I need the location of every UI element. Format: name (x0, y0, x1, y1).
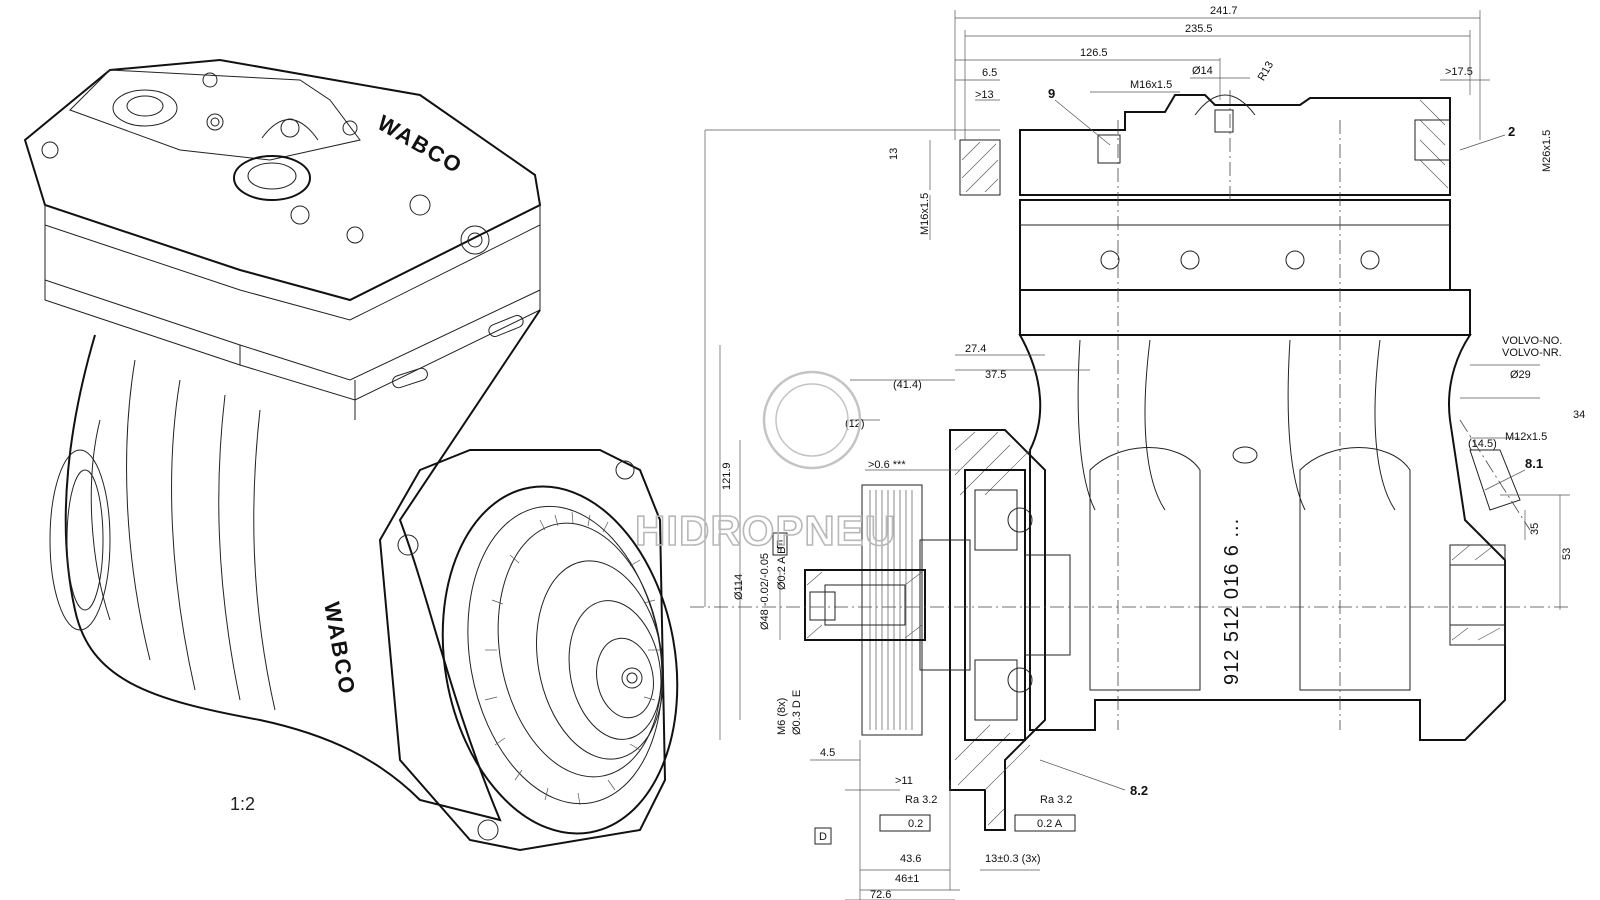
head-bolt-holes (1100, 250, 1380, 270)
dim-phi14: Ø14 (1192, 65, 1213, 77)
dim-53: 53 (1561, 548, 1573, 560)
watermark: HIDROPNEU (634, 370, 896, 555)
brand-label-top: WABCO (373, 110, 467, 179)
dim-gt11: >11 (895, 775, 913, 787)
dim-43-6: 43.6 (900, 853, 921, 865)
dim-phi02-ab: Ø0.2 A B (776, 547, 788, 590)
watermark-text: HIDROPNEU (635, 507, 896, 554)
dim-41-4: (41.4) (893, 379, 922, 391)
dim-gt13: >13 (975, 89, 994, 101)
dim-gt17-5: >17.5 (1445, 66, 1473, 78)
datum-d: D (819, 831, 827, 843)
dim-phi48: Ø48 -0.02/-0.05 (759, 553, 771, 630)
dim-72-6: 72.6 (870, 889, 891, 900)
dim-phi114: Ø114 (733, 574, 745, 600)
callout-8-2: 8.2 (1130, 783, 1148, 798)
dim-r13: R13 (1256, 59, 1276, 82)
flatness-02: 0.2 (908, 818, 923, 830)
callout-8-1: 8.1 (1525, 456, 1543, 471)
datum-e: E (776, 539, 783, 551)
brand-label-side: WABCO (319, 600, 360, 697)
dim-phi29: Ø29 (1510, 369, 1531, 381)
parallel-02a: 0.2 A (1037, 818, 1063, 830)
dim-m16-side: M16x1.5 (919, 193, 931, 235)
dim-phi03-de: Ø0.3 D E (791, 690, 803, 735)
dim-235-5: 235.5 (1185, 23, 1213, 35)
dim-m12: M12x1.5 (1505, 431, 1547, 443)
dim-gt0-6: >0.6 *** (868, 459, 906, 471)
scale-label: 1:2 (230, 794, 255, 814)
dim-121-9: 121.9 (721, 462, 733, 490)
dim-14-5: (14.5) (1468, 438, 1497, 450)
volvo-nr-label: VOLVO-NR. (1502, 347, 1562, 359)
dim-13: 13 (888, 148, 900, 160)
part-number-label: 912 512 016 6 ... (1221, 518, 1243, 685)
dim-m26: M26x1.5 (1541, 130, 1553, 172)
section-view: 912 512 016 6 ... 241.7 235.5 126.5 6.5 … (690, 5, 1585, 900)
callout-2: 2 (1508, 124, 1515, 139)
isometric-compressor-view: WABCO WABCO (23, 58, 679, 852)
dim-m6-8x: M6 (8x) (776, 698, 788, 735)
callout-9: 9 (1048, 86, 1055, 101)
dim-6-5: 6.5 (982, 67, 997, 79)
dim-m16-top: M16x1.5 (1130, 79, 1172, 91)
dim-241-7: 241.7 (1210, 5, 1238, 17)
dim-13-03: 13±0.3 (3x) (985, 853, 1041, 865)
dim-27-4: 27.4 (965, 343, 986, 355)
dim-35: 35 (1529, 523, 1541, 535)
dim-46: 46±1 (895, 873, 919, 885)
dim-126-5: 126.5 (1080, 47, 1108, 59)
ra32-right: Ra 3.2 (1040, 794, 1072, 806)
dim-34: 34 (1573, 409, 1585, 421)
volvo-no-label: VOLVO-NO. (1502, 335, 1562, 347)
ra32-left: Ra 3.2 (905, 794, 937, 806)
dim-37-5: 37.5 (985, 369, 1006, 381)
dim-4-5: 4.5 (820, 747, 835, 759)
